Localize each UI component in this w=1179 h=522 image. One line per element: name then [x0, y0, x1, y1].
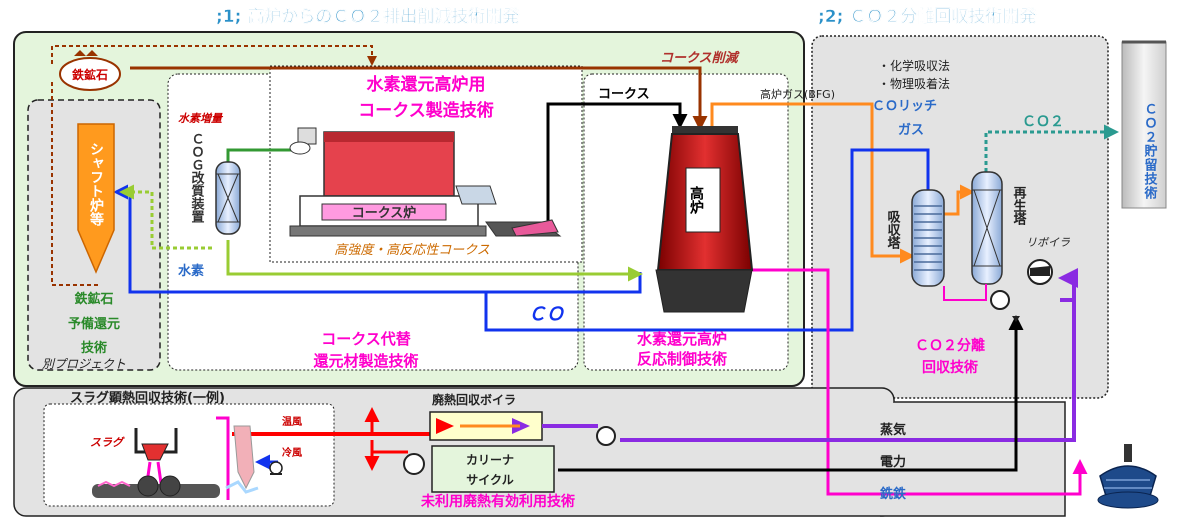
coke-oven — [289, 127, 562, 237]
reboiler-pump — [1027, 259, 1053, 285]
slag-label: スラグ — [90, 436, 125, 449]
absorber-label: 吸収塔 — [885, 210, 901, 249]
hydrogen-line — [226, 240, 643, 282]
kalina-cycle — [403, 445, 555, 493]
coke-substitute-label-2: 還元材製造技術 — [313, 352, 418, 370]
pig-iron-label: 銑鉄 — [879, 486, 906, 502]
shaft-furnace — [77, 123, 115, 274]
cold-air-label: 冷風 — [282, 446, 302, 459]
coke-oven-label: コークス炉 — [352, 205, 417, 221]
iron-ore-prereduction-3: 技術 — [81, 340, 107, 356]
reboiler-label: リボイラ — [1026, 236, 1070, 249]
co2-arrow — [984, 124, 1119, 172]
blast-furnace-label: 高炉 — [688, 185, 704, 215]
co-label: ＣＯ — [528, 304, 565, 325]
blast-furnace — [655, 126, 754, 313]
co2-separation-label-2: 回収技術 — [922, 359, 978, 376]
co2-storage-label: ＣＯ２貯留技術 — [1142, 102, 1159, 200]
cog-reformer — [215, 161, 241, 235]
waste-heat-boiler-label: 廃熱回収ボイラ — [432, 392, 516, 407]
regen-return — [943, 284, 987, 301]
iron-ore-top-label: 鉄鉱石 — [72, 67, 108, 82]
power-line — [558, 315, 1024, 472]
co2-arrow-label: ＣＯ２ — [1022, 114, 1064, 130]
coke-reduction-arrow — [130, 66, 708, 131]
co2-storage-tank — [1121, 40, 1167, 209]
section3-bg-fill — [880, 403, 1064, 515]
generator-icon — [1097, 444, 1159, 509]
kalina-label-2: サイクル — [466, 473, 513, 487]
hydrogen-bf-label-2: 反応制御技術 — [637, 350, 727, 368]
regenerator-label: 再生塔 — [1011, 186, 1027, 225]
iron-ore-flow — [51, 45, 377, 66]
coke-reduction-label: コークス削減 — [660, 50, 740, 66]
iron-ore-prereduction-2: 予備還元 — [68, 316, 120, 332]
phys-absorption-label: ・物理吸着法 — [878, 76, 950, 91]
waste-heat-boiler — [429, 411, 543, 441]
cog-line — [226, 148, 300, 162]
coke-arrow — [546, 102, 688, 222]
iron-ore-to-shaft — [51, 82, 98, 286]
steam-label: 蒸気 — [880, 422, 906, 438]
coke-substitute-label-1: コークス代替 — [321, 330, 412, 348]
feed-pump — [596, 426, 616, 446]
co-rich-line — [113, 148, 930, 332]
warm-air-label: 温風 — [282, 415, 302, 428]
slag-ladle — [92, 428, 220, 498]
shaft-furnace-label: シャフト炉等 — [88, 142, 104, 227]
absorber-tower — [911, 189, 945, 287]
hydrogen-increase-label: 水素増量 — [178, 112, 224, 125]
chem-absorption-label: ・化学吸収法 — [878, 58, 950, 73]
co-rich-label-1: ＣＯリッチ — [872, 99, 937, 114]
pig-iron-line — [750, 268, 1088, 496]
bf-gas-label: 高炉ガス(BFG) — [760, 87, 835, 101]
steam-line — [620, 268, 1078, 442]
hydrogen-bf-label-1: 水素還元高炉 — [637, 330, 727, 348]
separate-project-label: 別プロジェクト — [42, 357, 126, 371]
cog-reformer-label: ＣＯＧ改質装置 — [189, 132, 206, 223]
left-title: ;1; 高炉からのＣＯ２排出削減技術開発 — [216, 6, 520, 27]
blower — [269, 461, 283, 475]
right-title: ;2; ＣＯ２分離回収技術開発 — [818, 6, 1037, 27]
iron-ore-prereduction-1: 鉄鉱石 — [74, 291, 113, 307]
section2-panel — [811, 35, 1109, 399]
high-strength-coke-label: 高強度・高反応性コークス — [334, 243, 490, 258]
heat-exchanger-column — [225, 425, 259, 494]
hydrogen-coke-title-1: 水素還元高炉用 — [367, 74, 486, 95]
kalina-label-1: カリーナ — [466, 453, 514, 467]
absorber-to-regen — [944, 184, 975, 216]
hydrogen-label: 水素 — [178, 263, 204, 279]
bfg-arrow — [710, 102, 915, 264]
regenerator-tower — [971, 171, 1003, 285]
slag-feed — [216, 416, 230, 500]
electricity-label: 電力 — [880, 454, 906, 470]
co-rich-label-2: ガス — [898, 123, 924, 138]
iron-ore-source — [59, 50, 121, 91]
hydrogen-coke-title-2: コークス製造技術 — [358, 100, 494, 121]
slag-box — [43, 403, 335, 507]
coke-arrow-label: コークス — [598, 87, 650, 102]
slag-heat-label: スラグ顕熱回収技術(一例) — [70, 390, 225, 406]
circulation-pump — [990, 290, 1020, 322]
co2-separation-label-1: ＣＯ２分離 — [915, 337, 985, 354]
unused-heat-label: 未利用廃熱有効利用技術 — [421, 493, 575, 510]
hydrogen-to-shaft — [119, 184, 212, 250]
